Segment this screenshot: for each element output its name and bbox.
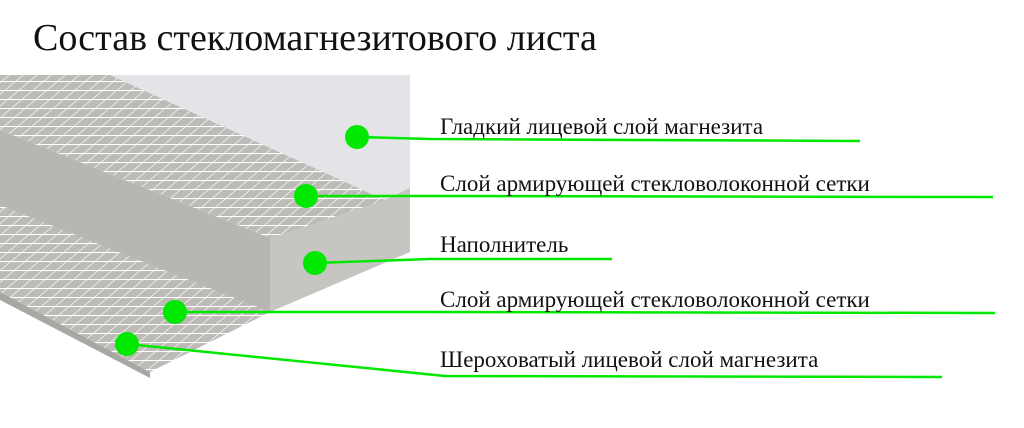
layer-label-rough-face: Шероховатый лицевой слой магнезита (440, 347, 819, 372)
layer-label-smooth-face: Гладкий лицевой слой магнезита (440, 114, 764, 139)
filler-side (0, 130, 270, 312)
lower-sheet-edge (0, 292, 150, 378)
layer-label-mesh-top: Слой армирующей стекловолоконной сетки (440, 171, 870, 196)
smooth-face (110, 75, 410, 200)
marker-dot (115, 332, 139, 356)
marker-dot (303, 251, 327, 275)
leader-line (356, 135, 861, 143)
leader-line (175, 310, 996, 315)
filler-end (270, 188, 410, 312)
leader-line (306, 194, 994, 199)
layer-label-mesh-bottom: Слой армирующей стекловолоконной сетки (440, 287, 870, 312)
marker-dot (345, 125, 369, 149)
marker-dot (163, 300, 187, 324)
top-mesh-face (0, 75, 385, 238)
leader-line (126, 342, 943, 379)
leader-lines (115, 125, 996, 379)
leader-line (314, 257, 612, 265)
diagram-title: Состав стекломагнезитового листа (33, 17, 597, 59)
layer-label-filler: Наполнитель (440, 232, 569, 257)
marker-dot (294, 184, 318, 208)
